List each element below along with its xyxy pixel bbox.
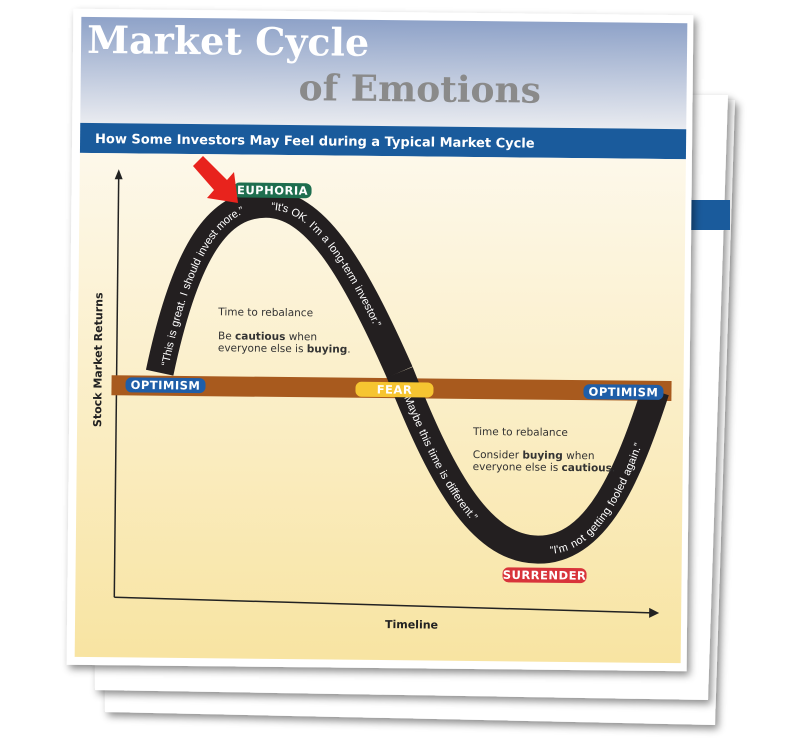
note-bottom-line-1: Consider buying when [473, 449, 595, 462]
main-card: Market Cycle of Emotions How Some Invest… [66, 8, 694, 672]
euphoria-label: EUPHORIA [237, 183, 308, 198]
note-top: Time to rebalance Be cautious when every… [217, 306, 351, 355]
fear-label: FEAR [377, 382, 413, 396]
note-bottom: Time to rebalance Consider buying when e… [472, 426, 616, 475]
subtitle-band [79, 122, 687, 160]
quote-word: “This [160, 340, 177, 367]
surrender-label: SURRENDER [503, 568, 587, 583]
optimism-end-badge [583, 384, 664, 400]
title-line-1: Market Cycle [87, 17, 370, 65]
optimism-start-label: OPTIMISM [131, 378, 201, 393]
fear-badge [355, 381, 434, 398]
optimism-end-label: OPTIMISM [589, 385, 659, 400]
euphoria-badge [233, 182, 312, 199]
x-axis-arrow-icon [649, 607, 660, 618]
cycle-curve-upper [145, 189, 413, 378]
background-paper-band [690, 200, 730, 230]
quote-word: “I'm [549, 541, 569, 557]
surrender-badge [502, 567, 587, 584]
subtitle: How Some Investors May Feel during a Typ… [95, 132, 535, 152]
y-axis-label: Stock Market Returns [91, 292, 105, 427]
optimism-start-badge [125, 377, 206, 394]
title-line-2: of Emotions [298, 67, 541, 112]
note-top-line-2: everyone else is buying. [218, 342, 351, 355]
x-axis-label: Timeline [385, 618, 438, 632]
red-arrow-icon [193, 156, 238, 203]
cycle-curve-lower [386, 367, 669, 564]
quote-word: is [166, 328, 180, 339]
note-top-line-1: Be cautious when [218, 330, 317, 343]
quote-word: I [178, 291, 190, 298]
x-axis [114, 596, 653, 614]
y-axis-arrow-icon [114, 169, 123, 180]
note-bottom-heading: Time to rebalance [472, 426, 568, 439]
note-top-heading: Time to rebalance [217, 306, 313, 319]
quote-word: “It's [271, 201, 290, 216]
note-bottom-line-2: everyone else is cautious. [473, 461, 616, 474]
